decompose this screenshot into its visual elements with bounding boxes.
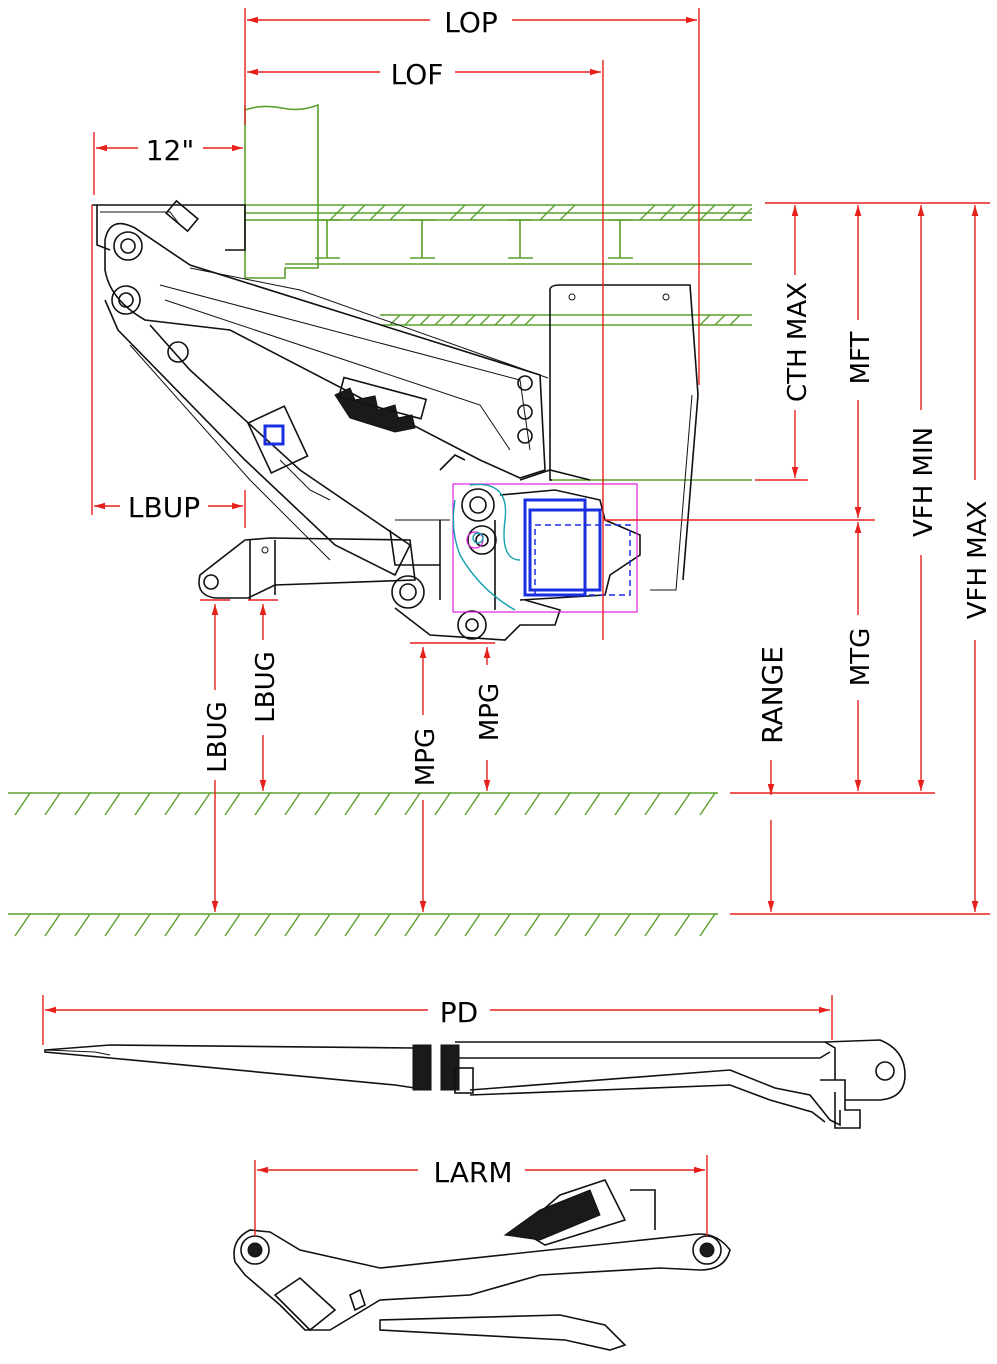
larm-dimension	[254, 1155, 708, 1236]
building-structure	[244, 103, 753, 481]
lbug-upper-dimension	[248, 599, 278, 791]
mpg-lower-dimension	[410, 642, 495, 912]
lbup-label: LBUP	[128, 491, 200, 524]
pd-dimension	[42, 995, 833, 1045]
lbug-upper-label: LBUG	[251, 651, 281, 723]
cth-max-label: CTH MAX	[783, 282, 813, 402]
larm-label: LARM	[433, 1156, 512, 1189]
mpg-upper-label: MPG	[475, 683, 505, 741]
platform-deck	[44, 1039, 906, 1129]
lop-label: LOP	[444, 6, 498, 39]
pd-label: PD	[440, 996, 478, 1029]
setback-dimension	[93, 132, 243, 195]
pivot-path	[452, 483, 521, 611]
vfh-min-label: VFH MIN	[909, 427, 939, 537]
lbup-dimension	[91, 205, 246, 528]
mft-label: MFT	[846, 331, 876, 384]
clearance-envelope	[452, 483, 638, 613]
range-label: RANGE	[756, 646, 789, 744]
lower-ground-line	[8, 913, 718, 937]
lbug-lower-dimension	[200, 599, 230, 912]
lof-dimension	[247, 60, 604, 640]
setback-label: 12"	[146, 134, 195, 167]
lop-dimension	[244, 8, 700, 385]
mpg-lower-label: MPG	[411, 728, 441, 786]
control-box	[263, 424, 631, 597]
pivot-marker	[472, 532, 484, 544]
mtg-label: MTG	[846, 628, 876, 686]
lift-arm	[233, 1179, 731, 1351]
lbug-lower-label: LBUG	[203, 701, 233, 773]
lof-label: LOF	[391, 58, 444, 91]
vfh-max-label: VFH MAX	[963, 501, 993, 620]
upper-ground-line	[8, 792, 718, 816]
leveler-mechanism	[92, 199, 699, 641]
